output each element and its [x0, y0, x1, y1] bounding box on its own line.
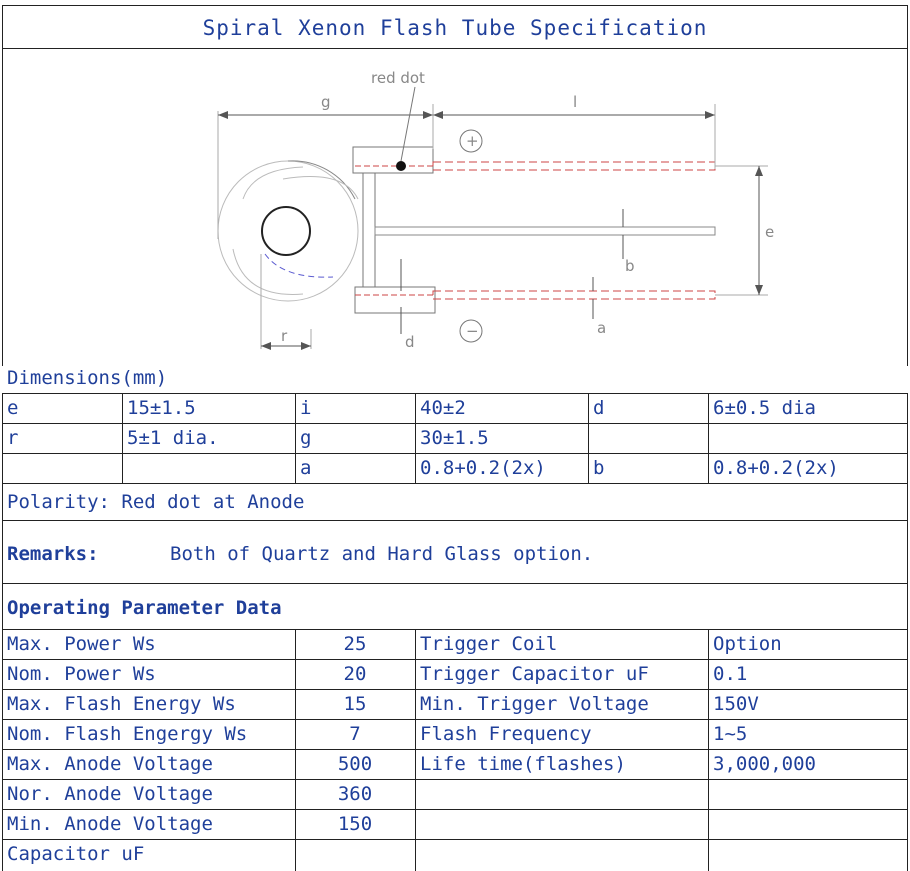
dim-label-cell: i: [300, 397, 312, 419]
dim-label-cell: g: [300, 427, 312, 449]
plus-sign: +: [466, 132, 479, 150]
dim-label-l: l: [573, 93, 577, 111]
title-box: Spiral Xenon Flash Tube Specification: [2, 5, 908, 49]
param-name: Trigger Capacitor uF: [420, 663, 649, 685]
param-name: Nom. Power Ws: [7, 663, 156, 685]
param-value: 20: [343, 663, 367, 685]
dimensions-heading: Dimensions(mm): [7, 367, 168, 389]
dim-label-cell: d: [593, 397, 605, 419]
operating-heading: Operating Parameter Data: [7, 597, 282, 619]
dim-label-g: g: [321, 93, 331, 111]
remarks-box: [2, 521, 908, 584]
param-value: 150V: [713, 693, 759, 715]
param-name: Nor. Anode Voltage: [7, 783, 213, 805]
dim-label-cell: b: [593, 457, 605, 479]
param-name: Min. Trigger Voltage: [420, 693, 649, 715]
dim-label-a: a: [597, 319, 606, 337]
param-name: Nom. Flash Engergy Ws: [7, 723, 248, 745]
dim-value-cell: 15±1.5: [127, 397, 196, 419]
dim-label-cell: a: [300, 457, 312, 479]
operating-table: [2, 629, 908, 871]
dim-value-cell: 40±2: [420, 397, 466, 419]
param-value: 3,000,000: [713, 753, 816, 775]
param-name: Max. Flash Energy Ws: [7, 693, 236, 715]
param-name: Min. Anode Voltage: [7, 813, 213, 835]
param-name: Max. Power Ws: [7, 633, 156, 655]
page-title: Spiral Xenon Flash Tube Specification: [202, 16, 708, 40]
dimensions-table: [2, 393, 908, 484]
dim-label-cell: r: [7, 427, 19, 449]
dim-label-e: e: [765, 223, 774, 241]
diagram-area: red dot g l e b r d a + −: [2, 49, 908, 366]
dim-label-cell: e: [7, 397, 19, 419]
param-name: Capacitor uF: [7, 843, 145, 865]
param-name: Trigger Coil: [420, 633, 558, 655]
param-value: 1~5: [713, 723, 748, 745]
param-value: 500: [337, 753, 373, 775]
dim-label-r: r: [281, 327, 288, 345]
param-value: 0.1: [713, 663, 748, 685]
param-value: 360: [337, 783, 373, 805]
param-name: Flash Frequency: [420, 723, 592, 745]
minus-sign: −: [466, 322, 479, 340]
param-value: Option: [713, 633, 782, 655]
operating-heading-box: [2, 584, 908, 629]
param-name: Max. Anode Voltage: [7, 753, 213, 775]
flash-tube-diagram: red dot g l e b r d a + −: [217, 69, 774, 351]
dim-value-cell: 6±0.5 dia: [713, 397, 816, 419]
dim-label-b: b: [625, 257, 635, 275]
param-value: 7: [349, 723, 361, 745]
polarity-text: Polarity: Red dot at Anode: [7, 491, 305, 513]
dim-value-cell: 0.8+0.2(2x): [713, 457, 839, 479]
dim-value-cell: 0.8+0.2(2x): [420, 457, 546, 479]
dim-label-d: d: [405, 333, 415, 351]
dim-value-cell: 30±1.5: [420, 427, 489, 449]
remarks-text: Both of Quartz and Hard Glass option.: [170, 543, 594, 565]
red-dot-label: red dot: [371, 69, 425, 87]
param-value: 25: [343, 633, 367, 655]
dim-value-cell: 5±1 dia.: [127, 427, 219, 449]
remarks-label: Remarks:: [7, 543, 99, 565]
param-name: Life time(flashes): [420, 753, 626, 775]
polarity-box: [2, 484, 908, 521]
param-value: 15: [343, 693, 367, 715]
param-value: 150: [337, 813, 373, 835]
